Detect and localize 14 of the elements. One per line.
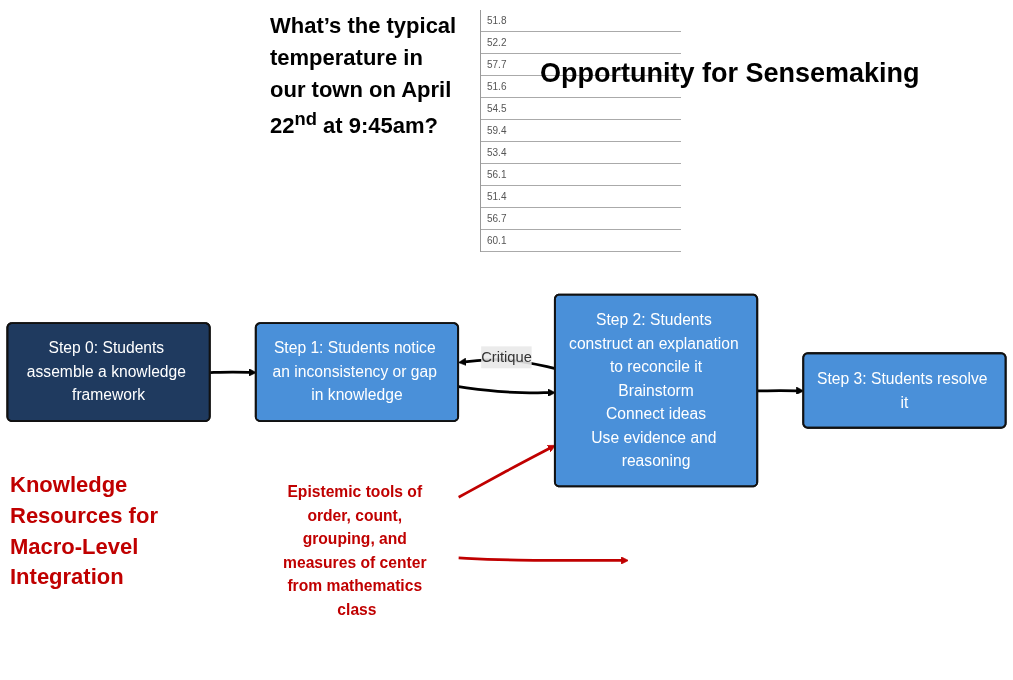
question-text: What’s the typical temperature in our town on April 22$^{nd}$ at 9:45am? (270, 12, 458, 140)
edge-label: Critique (481, 349, 532, 365)
caption-text: Knowledge Resources for Macro-Level Integration (10, 471, 159, 592)
arrow (458, 556, 629, 565)
table-cell: 56.7 (481, 208, 681, 230)
table-cell: 59.4 (481, 120, 681, 142)
table-cell: 60.1 (481, 230, 681, 252)
table-cell: 51.8 (481, 10, 681, 32)
node-text: Epistemic tools of order, count, grouping, and measures of center from mathematics class (283, 483, 427, 619)
table-cell: 52.2 (481, 32, 681, 54)
table-cell: 56.1 (481, 164, 681, 186)
table-cell: 54.5 (481, 98, 681, 120)
table-cell: 53.4 (481, 142, 681, 164)
table-cell: 51.4 (481, 186, 681, 208)
